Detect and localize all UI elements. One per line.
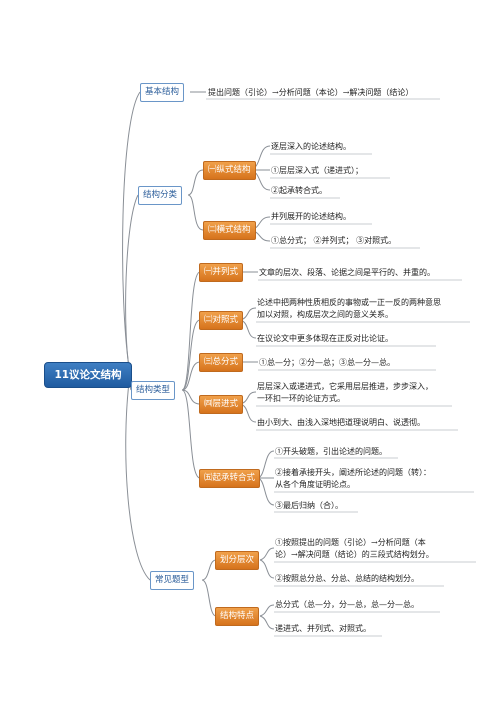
qcz-step-1: ①开头破题，引出论述的问题。 (275, 447, 387, 456)
qcz-step-2-line1: ②接着承接开头，阐述所论述的问题（转）： (275, 468, 431, 477)
vertical-desc: 逐层深入的论述结构。 (271, 142, 351, 151)
qcz-step-2-line2: 从各个角度证明论点。 (275, 480, 355, 489)
root-topic[interactable]: 11议论文结构 (44, 362, 132, 388)
division-item-1-line1: ①按照提出的问题（引论）→分析问题（本 (275, 538, 426, 547)
topic-qi-cheng-zhuan-he[interactable]: ㈤起承转合式 (199, 469, 261, 488)
branch-structure-types[interactable]: 结构类型 (131, 381, 176, 400)
division-item-1-line2: 论）→解决问题（结论）的三段式结构划分。 (275, 550, 434, 559)
qcz-step-3: ③最后归纳（合）。 (275, 501, 343, 510)
progressive-note: 由小到大、由浅入深地把道理说明白、说透彻。 (257, 418, 425, 427)
features-item-2: 递进式、并列式、对照式。 (275, 624, 371, 633)
vertical-item-2: ②起承转合式。 (271, 186, 327, 195)
horizontal-desc: 并列展开的论述结构。 (271, 212, 351, 221)
branch-structure-classification[interactable]: 结构分类 (138, 186, 183, 205)
topic-contrast[interactable]: ㈡对照式 (199, 311, 244, 330)
progressive-desc-line1: 层层深入或递进式，它采用层层推进，步步深入， (257, 382, 433, 391)
progressive-desc-line2: 一环扣一环的论证方式。 (257, 394, 345, 403)
parallel-desc: 文章的层次、段落、论据之间是平行的、并重的。 (259, 268, 435, 277)
features-item-1: 总分式（总—分，分—总，总—分—总。 (275, 600, 419, 609)
topic-features[interactable]: 结构特点 (215, 607, 260, 626)
topic-vertical-structure[interactable]: ㈠纵式结构 (203, 161, 256, 180)
topic-total-part[interactable]: ㈢总分式 (199, 353, 244, 372)
branch-basic-structure[interactable]: 基本结构 (140, 83, 185, 102)
topic-progressive[interactable]: ㈣层进式 (199, 395, 244, 414)
total-part-items: ①总—分；②分—总；③总—分—总。 (259, 358, 395, 367)
contrast-desc-line2: 加以对照，构成层次之间的意义关系。 (257, 310, 393, 319)
contrast-desc-line1: 论述中把两种性质相反的事物或一正一反的两种意思 (257, 298, 441, 307)
basic-structure-text: 提出问题（引论）→分析问题（本论）→解决问题（结论） (208, 88, 414, 97)
topic-parallel[interactable]: ㈠并列式 (199, 263, 244, 282)
topic-division[interactable]: 划分层次 (215, 551, 260, 570)
branch-common-questions[interactable]: 常见题型 (150, 571, 195, 590)
topic-horizontal-structure[interactable]: ㈡横式结构 (203, 221, 256, 240)
vertical-item-1: ①层层深入式（递进式）； (271, 166, 363, 175)
horizontal-items: ①总分式； ②并列式； ③对照式。 (271, 236, 397, 245)
division-item-2: ②按照总分总、分总、总结的结构划分。 (275, 574, 419, 583)
contrast-note: 在议论文中更多体现在正反对比论证。 (257, 334, 393, 343)
